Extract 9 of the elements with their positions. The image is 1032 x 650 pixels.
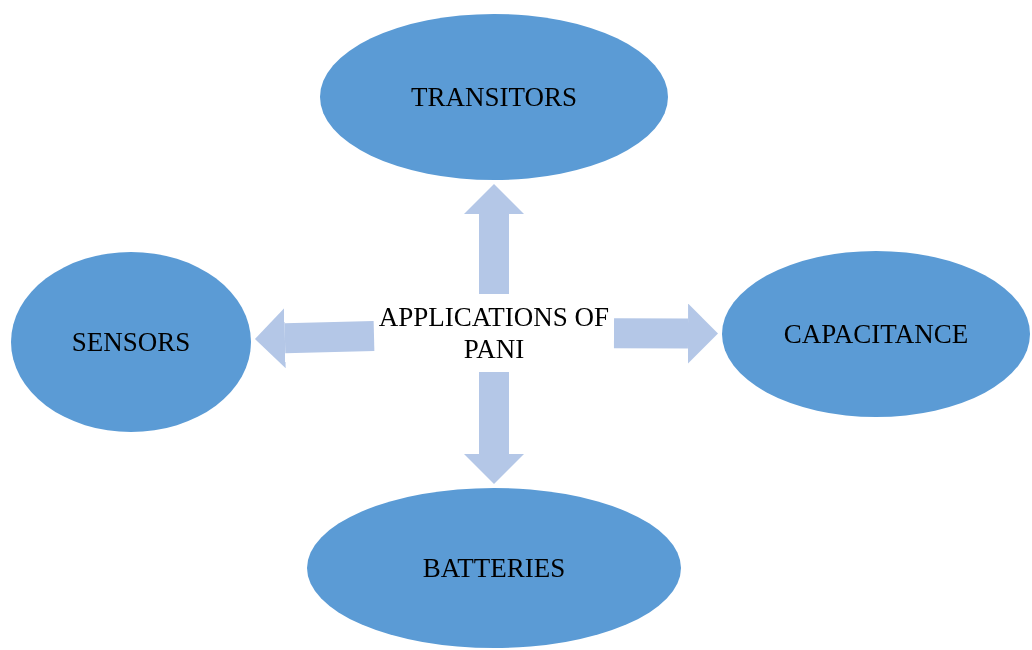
block-arrow [613, 303, 718, 364]
center-label: APPLICATIONS OF PANI [378, 298, 610, 368]
ellipse-node: TRANSITORS [320, 14, 668, 180]
ellipse-node: BATTERIES [307, 488, 681, 648]
ellipse-node: CAPACITANCE [722, 251, 1030, 417]
ellipse-node: SENSORS [11, 252, 251, 432]
block-arrow [464, 372, 524, 484]
block-arrow [464, 184, 524, 294]
block-arrow [254, 308, 375, 369]
